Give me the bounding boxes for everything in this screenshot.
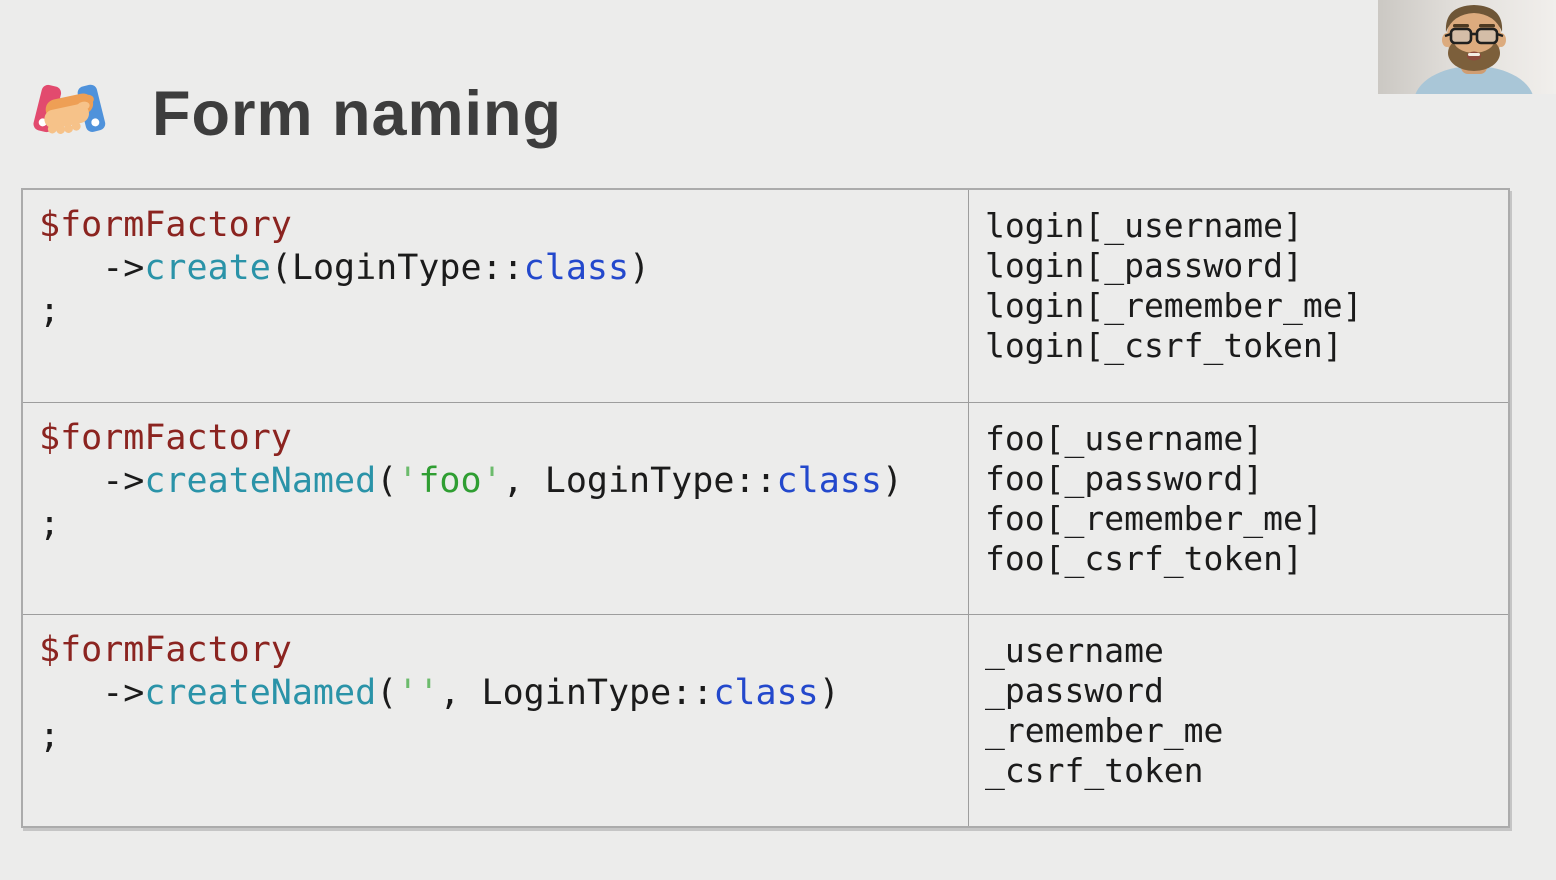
output-line: foo[_remember_me] xyxy=(985,499,1323,538)
code-token: $formFactory xyxy=(39,418,292,458)
output-line: _password xyxy=(985,671,1164,710)
code-token: class xyxy=(776,461,882,501)
code-token: (LoginType:: xyxy=(270,248,524,288)
output-line: foo[_password] xyxy=(985,459,1264,498)
output-line: _username xyxy=(985,631,1164,670)
code-token: $formFactory xyxy=(39,630,292,670)
naming-table: $formFactory ->create(LoginType::class);… xyxy=(21,188,1510,828)
code-token: -> xyxy=(39,248,145,288)
output-line: foo[_username] xyxy=(985,419,1264,458)
output-line: login[_remember_me] xyxy=(985,286,1363,325)
code-token: ' xyxy=(481,461,503,501)
output-cell: _username_password_remember_me_csrf_toke… xyxy=(968,614,1508,826)
output-line: login[_password] xyxy=(985,246,1303,285)
code-token: -> xyxy=(39,673,145,713)
webcam-overlay xyxy=(1378,0,1556,94)
output-cell: foo[_username]foo[_password]foo[_remembe… xyxy=(968,402,1508,614)
code-line: $formFactory xyxy=(39,204,968,247)
code-cell: $formFactory ->createNamed('foo', LoginT… xyxy=(23,402,968,614)
code-line: ->createNamed('', LoginType::class) xyxy=(39,672,968,715)
code-line: ->create(LoginType::class) xyxy=(39,247,968,290)
code-token: , LoginType:: xyxy=(502,461,777,501)
code-cell: $formFactory ->create(LoginType::class); xyxy=(23,190,968,402)
code-token: ; xyxy=(39,291,61,331)
code-token: ) xyxy=(818,673,840,713)
code-token: ; xyxy=(39,716,61,756)
code-token: ' xyxy=(397,461,419,501)
output-line: login[_username] xyxy=(985,206,1303,245)
code-token: ) xyxy=(629,248,651,288)
code-token: createNamed xyxy=(144,461,377,501)
code-token: -> xyxy=(39,461,145,501)
code-token: $formFactory xyxy=(39,205,292,245)
output-line: _csrf_token xyxy=(985,751,1204,790)
output-line: foo[_csrf_token] xyxy=(985,539,1303,578)
output-line: login[_csrf_token] xyxy=(985,326,1343,365)
code-token: '' xyxy=(397,673,440,713)
slide-header: Form naming xyxy=(18,74,562,154)
code-token: ( xyxy=(376,673,398,713)
code-token: ) xyxy=(881,461,903,501)
presenter-avatar xyxy=(1378,0,1556,94)
code-line: ; xyxy=(39,503,968,546)
code-token: class xyxy=(523,248,630,288)
code-line: ; xyxy=(39,715,968,758)
output-line: _remember_me xyxy=(985,711,1224,750)
code-token: , LoginType:: xyxy=(439,673,714,713)
code-line: $formFactory xyxy=(39,417,968,460)
output-cell: login[_username]login[_password]login[_r… xyxy=(968,190,1508,402)
code-token: ; xyxy=(39,504,61,544)
code-line: $formFactory xyxy=(39,629,968,672)
code-token: class xyxy=(713,673,819,713)
code-line: ->createNamed('foo', LoginType::class) xyxy=(39,460,968,503)
code-token: create xyxy=(144,248,271,288)
code-line: ; xyxy=(39,290,968,333)
code-token: createNamed xyxy=(144,673,377,713)
code-cell: $formFactory ->createNamed('', LoginType… xyxy=(23,614,968,826)
page-title: Form naming xyxy=(152,79,563,149)
code-token: ( xyxy=(376,461,398,501)
code-token: foo xyxy=(418,461,482,501)
handshake-icon xyxy=(33,84,106,134)
